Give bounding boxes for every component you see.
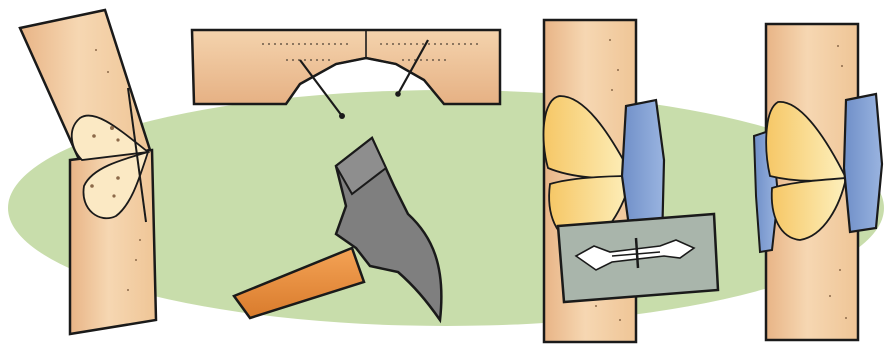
nail-icon — [127, 87, 147, 223]
leaf-cut-lower — [82, 150, 150, 220]
notched-board — [190, 28, 502, 106]
hammer-handle — [232, 246, 366, 320]
nail-icon — [397, 39, 429, 95]
nail-icon — [299, 59, 343, 117]
hammer-icon — [232, 136, 443, 324]
razor-blade-icon — [556, 212, 720, 304]
panel-bent-stick — [18, 8, 158, 336]
panel-stick-splints — [752, 22, 884, 342]
splint-icon — [842, 92, 884, 234]
leaf-upper — [765, 101, 848, 182]
panel-v-notch-board — [190, 28, 502, 119]
leaf-cut-upper — [70, 114, 151, 161]
leaf-lower — [770, 177, 848, 241]
panel-stick-razor — [542, 18, 720, 344]
